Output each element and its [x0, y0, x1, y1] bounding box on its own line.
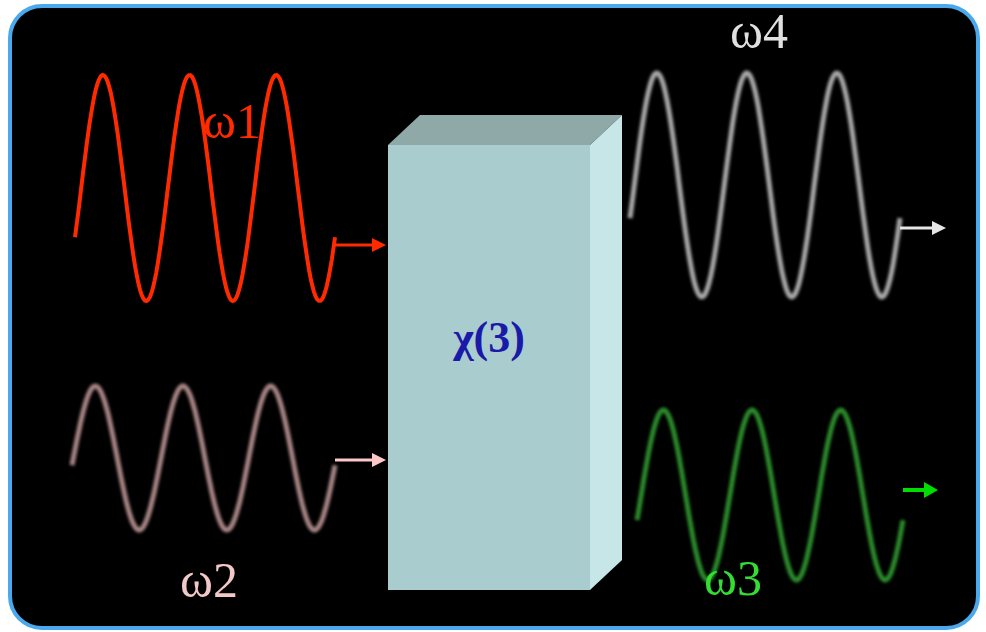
wave-omega1	[75, 75, 335, 301]
wave-omega2	[72, 386, 335, 530]
frequency-label: ω3	[704, 553, 762, 603]
frequency-label: ω4	[730, 6, 788, 56]
frequency-label: ω1	[203, 96, 261, 146]
crystal-top	[388, 115, 622, 145]
frequency-label: ω2	[180, 555, 238, 605]
arrow-omega3	[903, 482, 938, 498]
crystal-side	[590, 115, 622, 590]
wave-omega3	[637, 410, 903, 580]
crystal-label: χ(3)	[453, 312, 525, 363]
arrow-omega2	[335, 453, 386, 467]
arrow-omega1	[335, 238, 386, 252]
crystal-box: χ(3)	[388, 145, 590, 590]
wave-omega4	[630, 73, 900, 297]
arrow-omega4	[900, 221, 946, 235]
